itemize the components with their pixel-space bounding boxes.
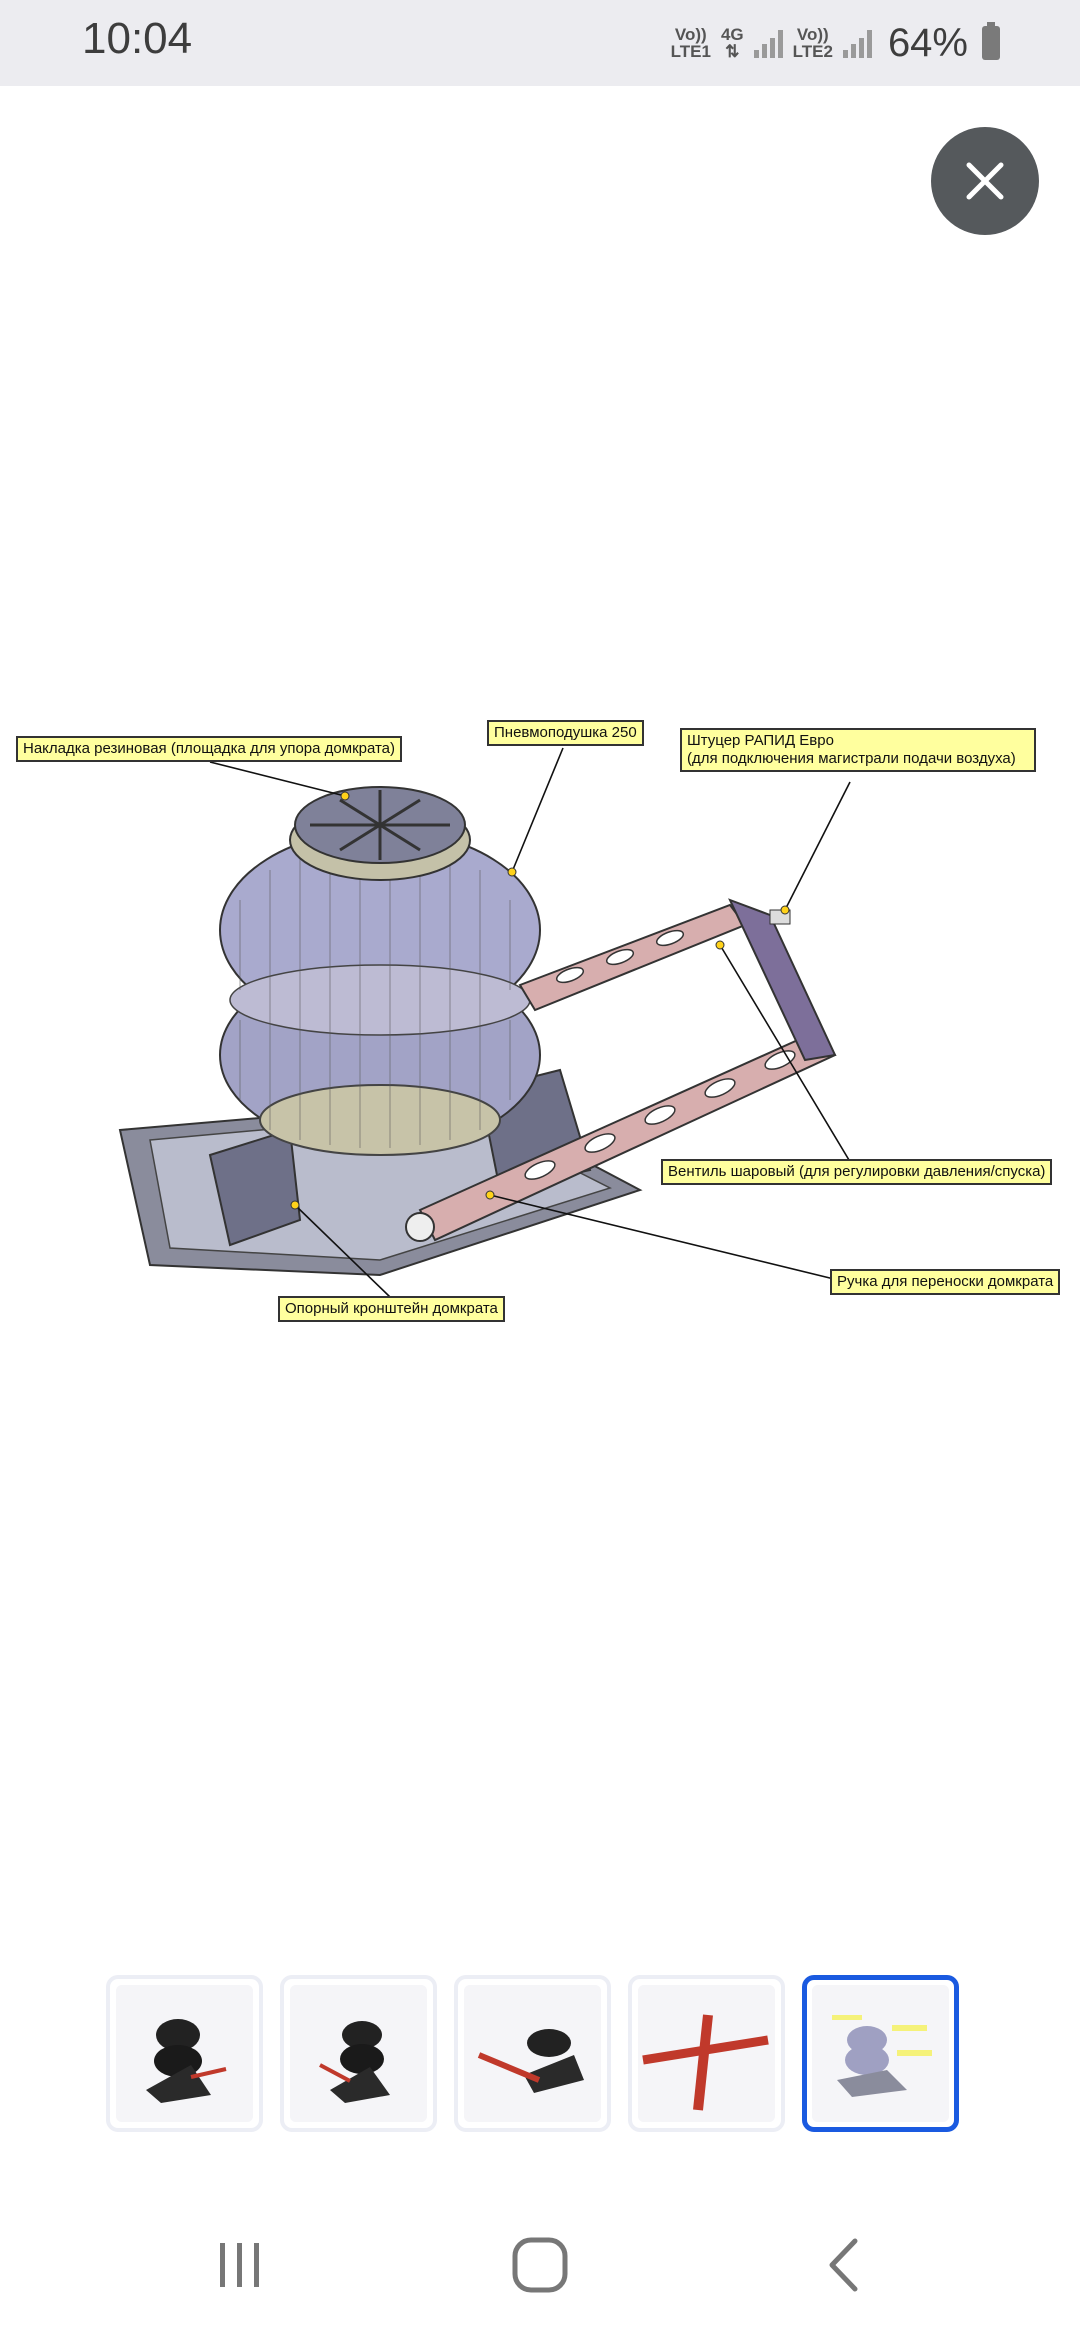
home-button[interactable] (480, 2220, 600, 2310)
close-icon (966, 162, 1004, 200)
recent-apps-button[interactable] (180, 2220, 300, 2310)
callout-air-bag: Пневмоподушка 250 (487, 720, 644, 746)
air-jack-drawing (118, 747, 856, 1298)
signal-sim2-icon (842, 28, 872, 58)
thumbnail-2-image (290, 1985, 427, 2122)
battery-percent: 64% (887, 20, 968, 65)
callout-bracket: Опорный кронштейн домкрата (278, 1296, 505, 1322)
status-icons: Vo))LTE1 4G⇅ Vo))LTE2 64% (671, 18, 1000, 68)
battery-icon (982, 22, 1000, 60)
recent-apps-icon (220, 2243, 259, 2287)
thumbnail-4-image (638, 1985, 775, 2122)
thumbnail-5-image (812, 1985, 949, 2122)
callout-rubber-pad: Накладка резиновая (площадка для упора д… (16, 736, 403, 762)
callout-handle: Ручка для переноски домкрата (830, 1269, 1061, 1295)
back-icon (829, 2238, 858, 2292)
product-diagram-image[interactable]: Накладка резиновая (площадка для упора д… (0, 700, 1080, 1340)
navigation-bar (0, 2190, 1080, 2340)
status-bar: 10:04 Vo))LTE1 4G⇅ Vo))LTE2 64% (0, 0, 1080, 86)
callout-fitting-line1: Штуцер РАПИД Евро (687, 732, 834, 749)
thumbnail-1-image (116, 1985, 253, 2122)
home-icon (512, 2237, 568, 2293)
thumbnail-2[interactable] (280, 1975, 437, 2132)
thumbnail-4[interactable] (628, 1975, 785, 2132)
signal-sim1-icon (753, 28, 783, 58)
close-button[interactable] (931, 127, 1039, 235)
network-type-indicator: 4G⇅ (720, 25, 744, 61)
callout-fitting: Штуцер РАПИД Евро (для подключения магис… (680, 728, 1036, 772)
thumbnail-3[interactable] (454, 1975, 611, 2132)
callout-fitting-line2: (для подключения магистрали подачи возду… (687, 750, 1016, 767)
volte-sim1-indicator: Vo))LTE1 (670, 25, 711, 61)
status-time: 10:04 (82, 14, 193, 63)
back-button[interactable] (785, 2220, 905, 2310)
volte-sim2-indicator: Vo))LTE2 (792, 25, 833, 61)
thumbnail-strip (106, 1975, 959, 2132)
thumbnail-5-selected[interactable] (802, 1975, 959, 2132)
callout-valve: Вентиль шаровый (для регулировки давлени… (661, 1159, 1053, 1185)
thumbnail-3-image (464, 1985, 601, 2122)
thumbnail-1[interactable] (106, 1975, 263, 2132)
